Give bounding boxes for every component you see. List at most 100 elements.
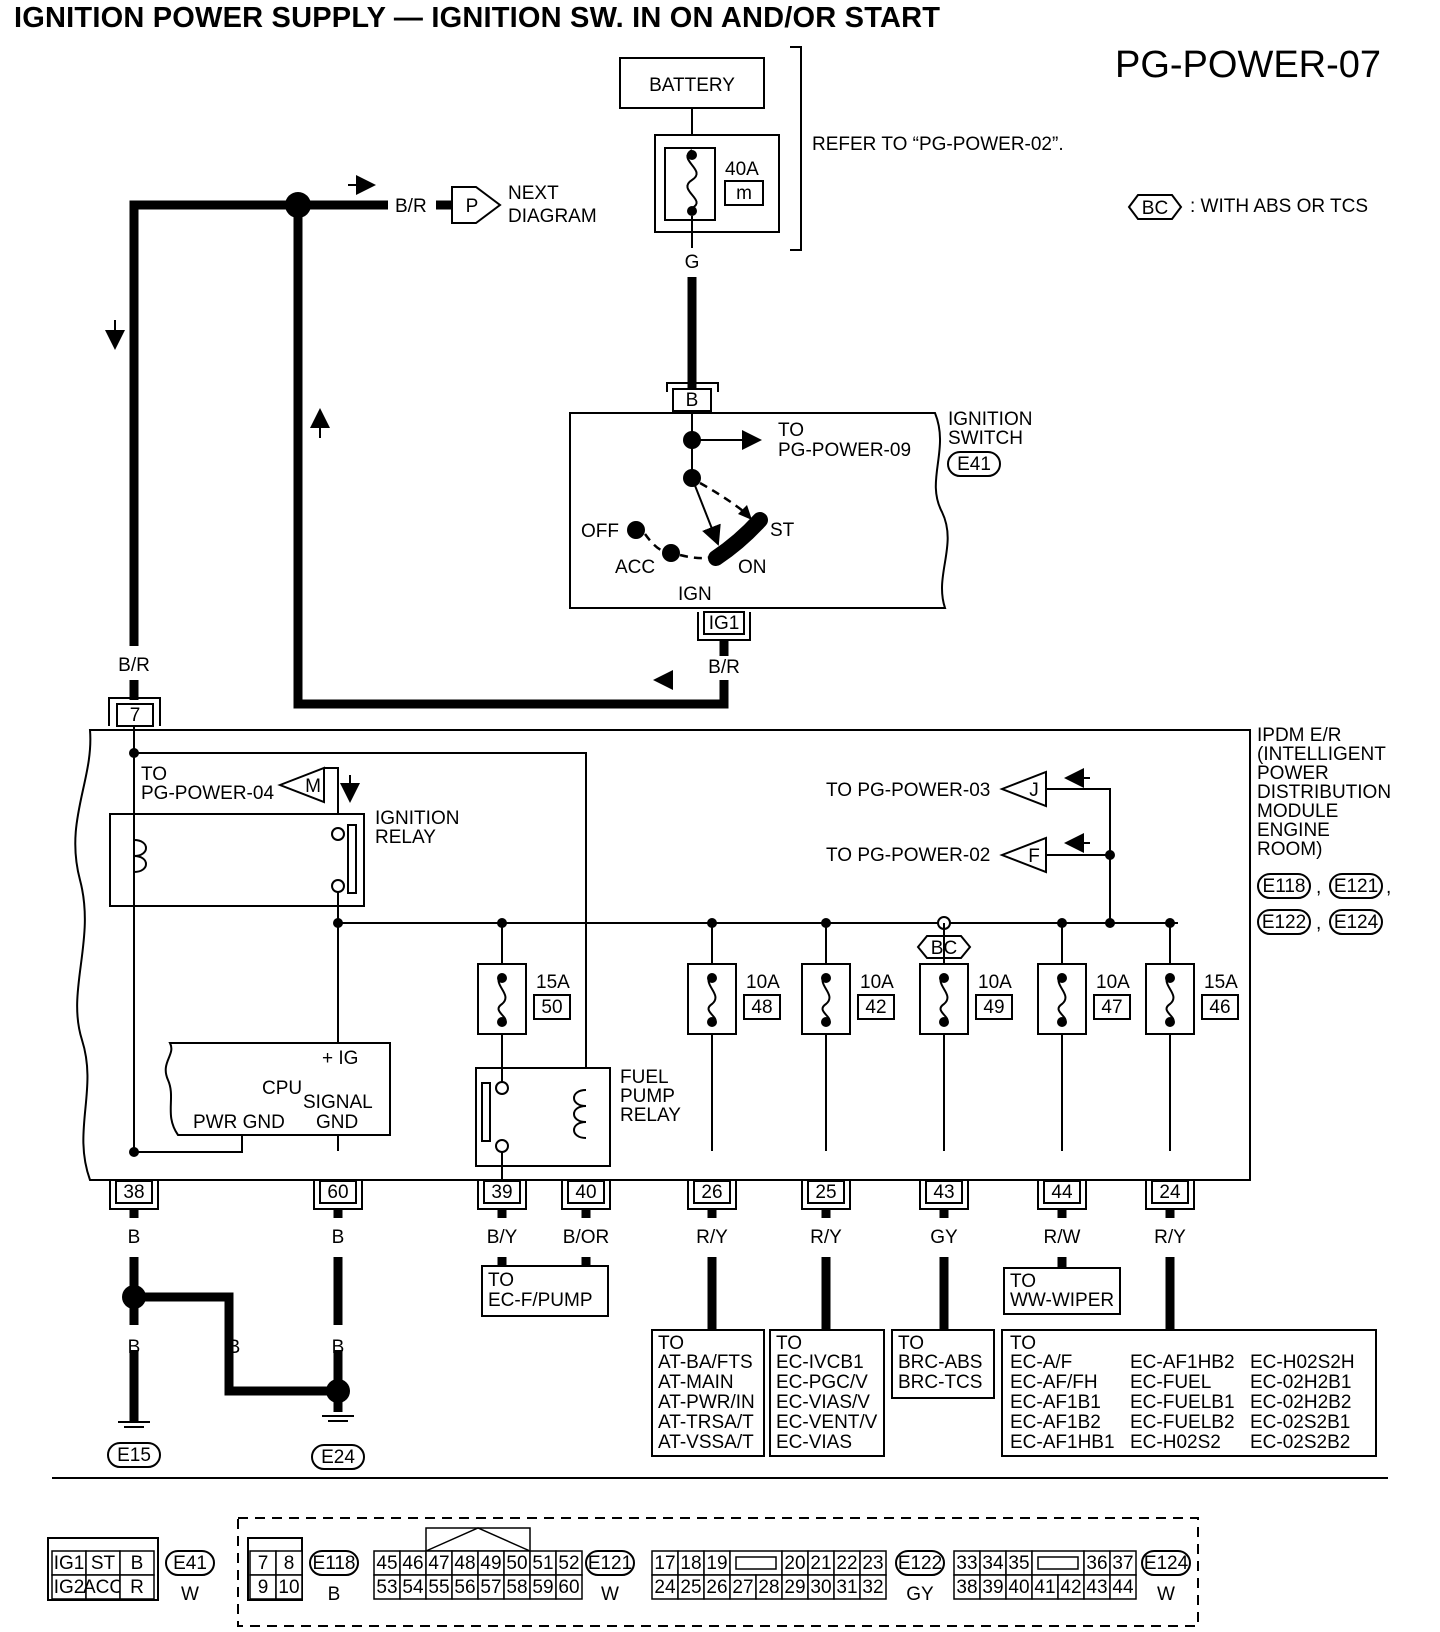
terminal-26-wire: R/Y xyxy=(696,1227,728,1248)
dest-brc-box xyxy=(891,1329,995,1399)
battery-label: BATTERY xyxy=(649,75,735,96)
ground-e15: E15 xyxy=(117,1445,151,1466)
connector-m-shape xyxy=(277,766,325,804)
svg-text:IG2: IG2 xyxy=(54,1577,85,1598)
fuse-47-number: 47 xyxy=(1101,997,1122,1018)
dest-at-box xyxy=(651,1329,765,1457)
terminal-ig1-label: IG1 xyxy=(709,613,740,634)
switch-dashed-positions xyxy=(643,533,713,560)
legend-text: : WITH ABS OR TCS xyxy=(1190,196,1368,217)
harness-dashed-frame xyxy=(237,1517,1199,1627)
svg-text:37: 37 xyxy=(1112,1553,1133,1574)
svg-text:39: 39 xyxy=(982,1577,1003,1598)
svg-text:50: 50 xyxy=(506,1553,527,1574)
legend: BC : WITH ABS OR TCS xyxy=(1127,194,1368,220)
page-title: IGNITION POWER SUPPLY — IGNITION SW. IN … xyxy=(14,2,941,34)
ipdm-conn-e118: E118 xyxy=(1263,876,1306,897)
fuse-42-number: 42 xyxy=(865,997,886,1018)
connector-face-e118-id: E118 xyxy=(313,1553,356,1574)
svg-text:58: 58 xyxy=(506,1577,527,1598)
ipdm-conn-e122: E122 xyxy=(1262,912,1306,933)
svg-text:9: 9 xyxy=(258,1577,269,1598)
next-diagram-line2: DIAGRAM xyxy=(508,206,597,227)
switch-start-path xyxy=(699,481,749,516)
svg-text:28: 28 xyxy=(758,1577,779,1598)
ipdm-sep1: , xyxy=(1316,877,1321,898)
svg-text:32: 32 xyxy=(862,1577,883,1598)
connector-j: J xyxy=(1029,780,1039,801)
dest-ec2-c3-2: EC-02H2B2 xyxy=(1250,1392,1351,1413)
cpu-signal: SIGNAL xyxy=(303,1092,373,1113)
fuse-49-amp: 10A xyxy=(978,972,1012,993)
dest-ec1-1: EC-IVCB1 xyxy=(776,1352,864,1373)
pos-off: OFF xyxy=(581,521,619,542)
to-pg-power-09-line1: TO xyxy=(778,420,804,441)
destinations: TO EC-F/PUMP TO WW-WIPER TO AT-BA/FTS AT… xyxy=(481,1257,1377,1457)
dest-ec2-c2-1: EC-FUEL xyxy=(1130,1372,1211,1393)
ignition-relay-contact xyxy=(347,824,357,894)
connector-face-e122-color: GY xyxy=(906,1584,934,1605)
svg-text:41: 41 xyxy=(1034,1577,1055,1598)
dest-ec2-c3-3: EC-02S2B1 xyxy=(1250,1412,1350,1433)
legend-bc-symbol xyxy=(1127,194,1183,220)
dest-ec1-2: EC-PGC/V xyxy=(776,1372,868,1393)
cpu-pwr-gnd: PWR GND xyxy=(193,1112,285,1133)
dest-ec2-c2-0: EC-AF1HB2 xyxy=(1130,1352,1235,1373)
dest-brc-1: BRC-ABS xyxy=(898,1352,982,1373)
svg-text:23: 23 xyxy=(862,1553,883,1574)
terminal-39-label: 39 xyxy=(491,1182,512,1203)
fuse-40a-id: m xyxy=(736,183,752,204)
fuse-48-number: 48 xyxy=(751,997,772,1018)
dest-ec2-c1-4: EC-AF1HB1 xyxy=(1010,1432,1115,1453)
svg-text:49: 49 xyxy=(480,1553,501,1574)
terminal-row: 38B60B39B/Y40B/OR26R/Y25R/Y43GY44R/W24R/… xyxy=(109,1180,1195,1248)
ipdm-line1: IPDM E/R xyxy=(1257,725,1341,746)
svg-text:43: 43 xyxy=(1086,1577,1107,1598)
to-pg-power-04-line2: PG-POWER-04 xyxy=(141,783,274,804)
pos-ign: IGN xyxy=(678,584,712,605)
terminal-26: 26R/Y xyxy=(687,1180,737,1248)
dest-ec2-c2-3: EC-FUELB2 xyxy=(1130,1412,1235,1433)
dest-at-3: AT-PWR/IN xyxy=(658,1392,755,1413)
dest-ec1-3: EC-VIAS/V xyxy=(776,1392,870,1413)
ipdm-sep2: , xyxy=(1386,877,1391,898)
ignition-switch-connector: E41 xyxy=(957,454,991,475)
svg-text:60: 60 xyxy=(558,1577,579,1598)
cpu-label: CPU xyxy=(262,1078,302,1099)
terminal-38-label: 38 xyxy=(123,1182,144,1203)
wire-g-label: G xyxy=(685,252,700,273)
svg-text:18: 18 xyxy=(680,1553,701,1574)
terminal-60-wire: B xyxy=(332,1227,345,1248)
connector-face-e124-id: E124 xyxy=(1144,1553,1189,1574)
svg-text:55: 55 xyxy=(428,1577,449,1598)
pos-on: ON xyxy=(738,557,767,578)
terminal-24-label: 24 xyxy=(1159,1182,1181,1203)
connector-m: M xyxy=(305,776,321,797)
dest-wiper-2: WW-WIPER xyxy=(1010,1290,1114,1311)
next-diagram-line1: NEXT xyxy=(508,183,559,204)
svg-text:44: 44 xyxy=(1112,1577,1134,1598)
dest-ec2-c1-0: EC-A/F xyxy=(1010,1352,1072,1373)
ipdm-line3: POWER xyxy=(1257,763,1329,784)
dest-ec2-to: TO xyxy=(1010,1333,1036,1354)
ignition-relay-line1: IGNITION xyxy=(375,808,459,829)
svg-text:22: 22 xyxy=(836,1553,857,1574)
fuel-pump-relay-line1: FUEL xyxy=(620,1067,669,1088)
terminal-7-label: 7 xyxy=(130,705,141,726)
terminal-25: 25R/Y xyxy=(801,1180,851,1248)
dest-ec2-c1-1: EC-AF/FH xyxy=(1010,1372,1098,1393)
svg-text:53: 53 xyxy=(376,1577,397,1598)
refer-text: REFER TO “PG-POWER-02”. xyxy=(812,134,1064,155)
fuse-47-amp: 10A xyxy=(1096,972,1130,993)
terminal-44-label: 44 xyxy=(1051,1182,1073,1203)
fuse-48-amp: 10A xyxy=(746,972,780,993)
fuel-pump-relay-coil xyxy=(573,1089,587,1139)
